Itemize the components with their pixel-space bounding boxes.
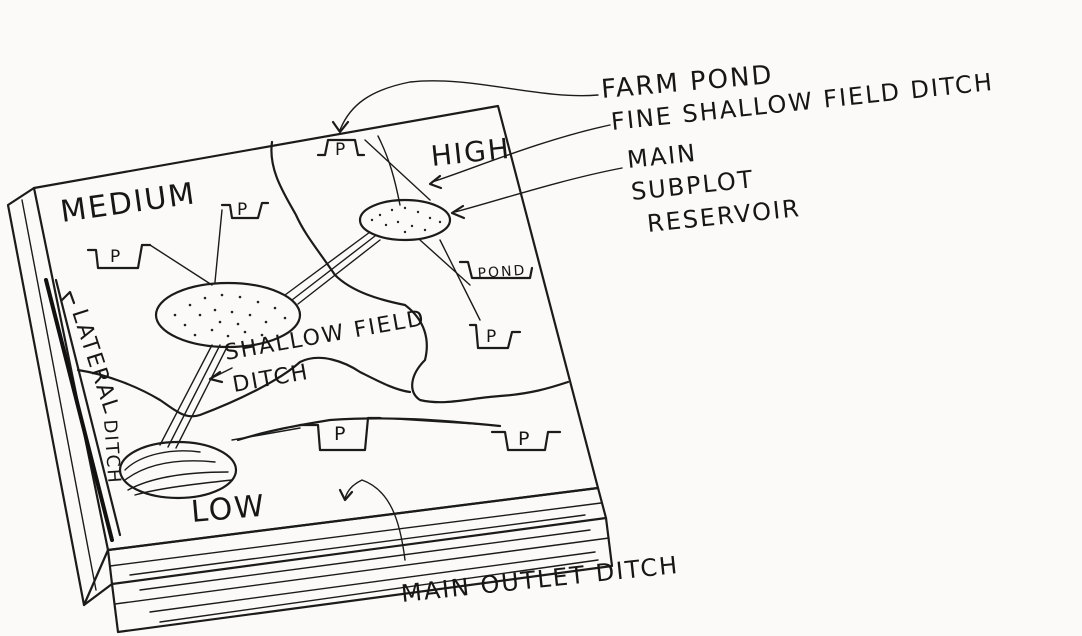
label-high-zone: HIGH <box>429 132 512 173</box>
label-pond-small: POND <box>477 263 527 282</box>
farm-ponds: P P P P P P <box>86 138 562 452</box>
pond-marker-medium-left: P <box>110 247 122 267</box>
label-lateral-ditch: DITCH <box>99 419 124 486</box>
label-shallow-field: SHALLOW FIELD <box>223 306 428 366</box>
pond-marker-low-middle: P <box>334 423 347 445</box>
lateral-ditch <box>44 278 122 542</box>
reservoir-connectors <box>159 231 381 449</box>
label-main: MAIN <box>626 139 699 174</box>
pond-marker-top: P <box>335 140 347 160</box>
label-medium-zone: MEDIUM <box>58 176 198 230</box>
label-shallow-ditch: DITCH <box>231 360 312 398</box>
pond-marker-high: P <box>486 327 498 347</box>
pond-marker-medium-right: P <box>237 200 249 220</box>
pond-marker-low-right: P <box>518 428 531 450</box>
low-reservoir <box>118 440 238 500</box>
zone-boundaries <box>76 135 570 442</box>
label-low-zone: LOW <box>190 489 268 530</box>
medium-reservoir <box>154 281 302 349</box>
leader-lines <box>60 80 623 561</box>
fine-shallow-field-ditches <box>149 139 493 441</box>
main-subplot-reservoir <box>358 198 452 242</box>
